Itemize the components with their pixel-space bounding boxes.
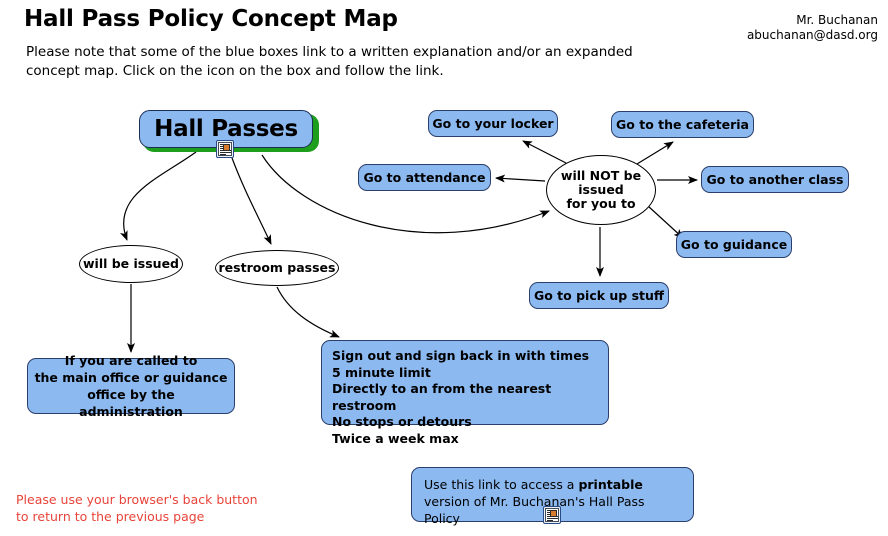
node-will-be-issued[interactable]: will be issued <box>79 245 183 283</box>
author-contact: Mr. Buchanan abuchanan@dasd.org <box>747 13 878 43</box>
rules-line-3: Directly to an from the nearest restroom <box>332 381 552 413</box>
edge-root-to-restroom-passes <box>231 157 272 245</box>
called-line-1: If you are called to <box>64 353 198 368</box>
edge-center-to-attendance <box>495 174 546 183</box>
node-restroom-passes[interactable]: restroom passes <box>215 250 339 286</box>
called-line-3: office by the administration <box>79 387 183 419</box>
document-link-icon[interactable] <box>216 140 234 158</box>
back-note-line-1: Please use your browser's back button <box>16 492 258 507</box>
node-go-to-pick-up-stuff[interactable]: Go to pick up stuff <box>529 282 669 309</box>
browser-back-note: Please use your browser's back button to… <box>16 491 258 525</box>
document-icon-bottom-lines <box>547 516 558 520</box>
node-printable-version[interactable]: Use this link to access a printable vers… <box>411 467 694 526</box>
edge-root-to-will-be-issued <box>120 151 197 241</box>
rules-line-4: No stops or detours <box>332 414 472 429</box>
center-line-2: issued <box>578 182 624 197</box>
called-line-2: the main office or guidance <box>34 370 228 385</box>
author-name: Mr. Buchanan <box>796 13 878 27</box>
hall-passes-label: Hall Passes <box>139 110 313 148</box>
node-go-to-the-cafeteria[interactable]: Go to the cafeteria <box>611 111 754 138</box>
node-go-to-another-class[interactable]: Go to another class <box>701 166 849 193</box>
document-icon-bottom-lines <box>220 150 231 154</box>
document-icon-sheet <box>218 142 232 156</box>
node-go-to-guidance[interactable]: Go to guidance <box>676 231 792 258</box>
edge-center-to-locker <box>522 140 567 164</box>
intro-text: Please note that some of the blue boxes … <box>26 44 633 79</box>
rules-line-1: Sign out and sign back in with times <box>332 348 590 363</box>
rules-line-5: Twice a week max <box>332 430 459 446</box>
center-line-1: will NOT be <box>560 168 642 183</box>
printable-text-after: version of Mr. Buchanan's Hall Pass Poli… <box>424 494 645 526</box>
node-restroom-rules[interactable]: Sign out and sign back in with times 5 m… <box>321 340 609 446</box>
center-line-3: for you to <box>566 196 636 211</box>
document-icon-sheet <box>545 508 559 522</box>
node-hall-passes[interactable]: Hall Passes <box>139 110 319 158</box>
node-go-to-your-locker[interactable]: Go to your locker <box>428 110 558 137</box>
author-email: abuchanan@dasd.org <box>746 28 878 42</box>
edge-restroom-to-rules <box>276 286 340 338</box>
edge-center-to-cafeteria <box>636 141 674 165</box>
printable-emphasis: printable <box>578 477 643 492</box>
printable-text-before: Use this link to access a <box>424 477 579 492</box>
node-will-not-be-issued[interactable]: will NOT be issued for you to <box>546 155 656 225</box>
node-called-to-office[interactable]: If you are called to the main office or … <box>27 353 235 419</box>
document-link-icon[interactable] <box>543 506 561 524</box>
page-title: Hall Pass Policy Concept Map <box>24 6 398 32</box>
node-go-to-attendance[interactable]: Go to attendance <box>358 164 491 191</box>
rules-line-2: 5 minute limit <box>332 364 431 380</box>
back-note-line-2: to return to the previous page <box>16 509 205 524</box>
